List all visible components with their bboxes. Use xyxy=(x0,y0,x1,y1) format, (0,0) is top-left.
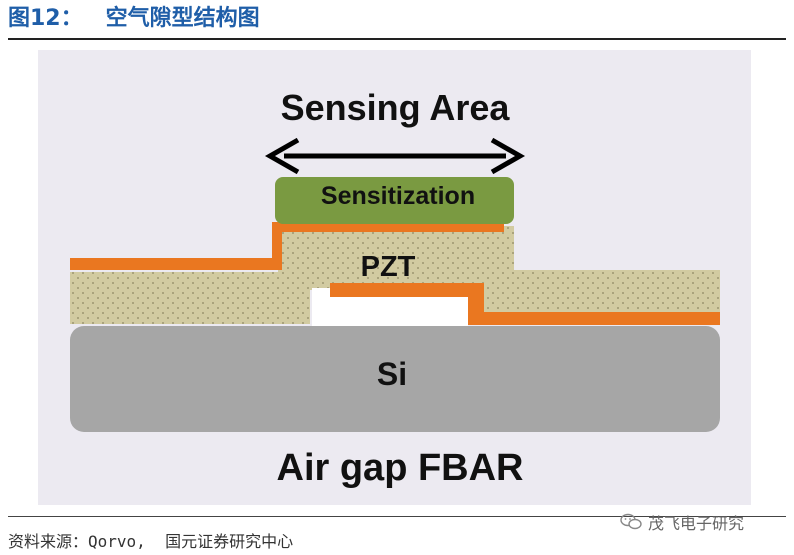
title-divider xyxy=(8,38,786,40)
footer-divider xyxy=(8,516,786,517)
sensitization-layer xyxy=(275,177,514,224)
top-electrode xyxy=(70,222,504,270)
si-label: Si xyxy=(377,356,407,392)
figure-title: 图12： 空气隙型结构图 xyxy=(8,6,260,31)
pzt-label: PZT xyxy=(361,251,416,283)
sensing-area-label: Sensing Area xyxy=(281,87,511,128)
sensitization-label: Sensitization xyxy=(321,182,475,210)
pzt-layer xyxy=(70,226,720,324)
watermark-text: 茂飞电子研究 xyxy=(648,514,745,533)
source-note: 资料来源：Qorvo, 国元证券研究中心 xyxy=(8,532,294,551)
bottom-electrode xyxy=(330,283,720,325)
si-substrate xyxy=(70,326,720,432)
diagram-caption: Air gap FBAR xyxy=(277,447,524,489)
double-arrow-icon xyxy=(264,137,526,175)
watermark: 茂飞电子研究 xyxy=(620,510,744,534)
wechat-icon xyxy=(620,513,642,530)
